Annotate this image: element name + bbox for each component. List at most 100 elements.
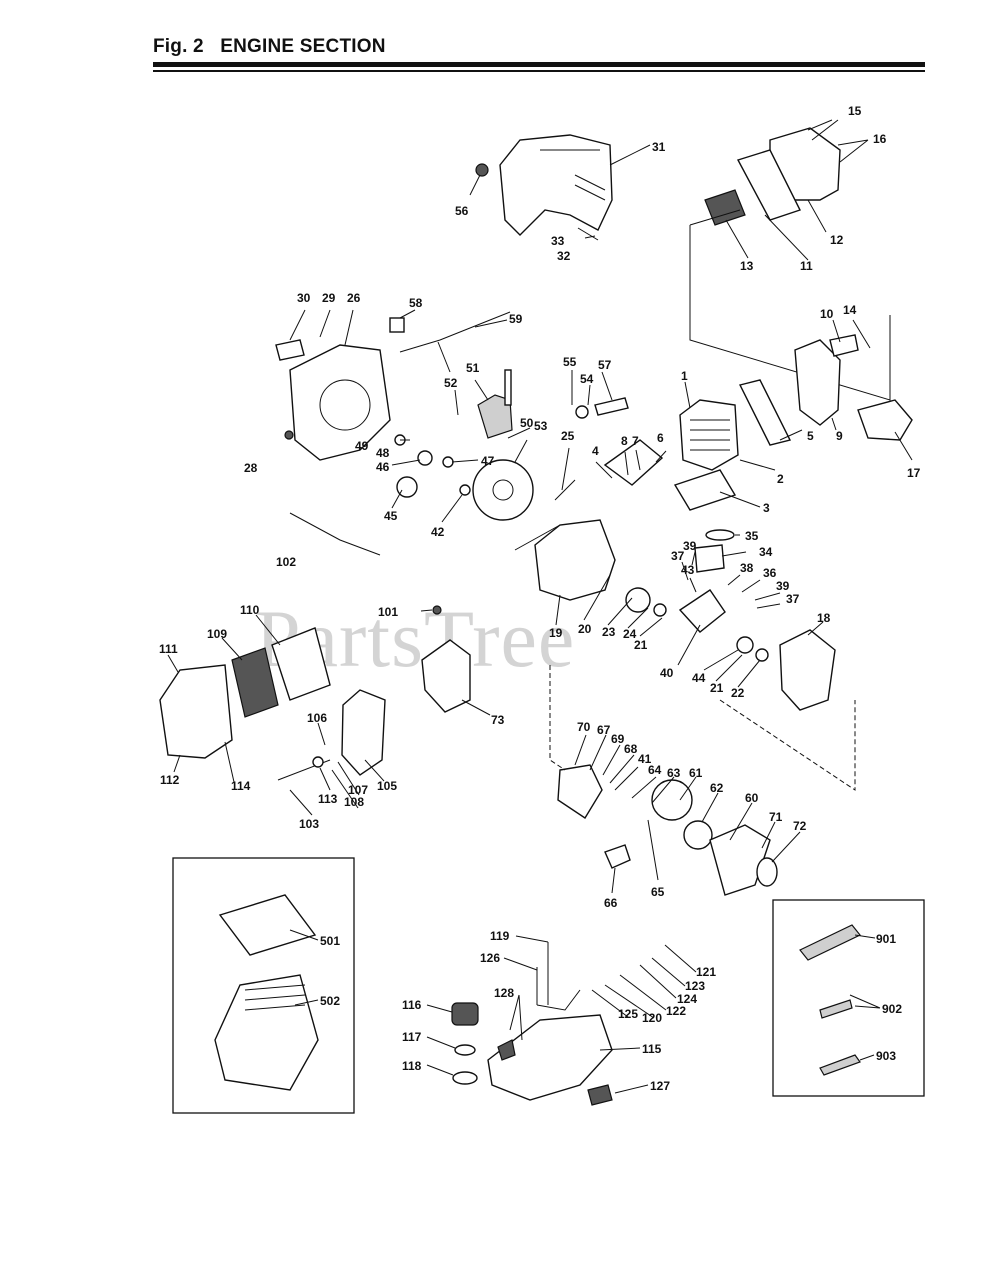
- callout-20: 20: [578, 622, 592, 636]
- callout-59: 59: [509, 312, 523, 326]
- callout-128: 128: [494, 986, 514, 1000]
- callout-115: 115: [642, 1042, 662, 1056]
- callout-123: 123: [685, 979, 705, 993]
- callout-34: 34: [759, 545, 773, 559]
- callout-111: 111: [159, 642, 178, 656]
- callout-502: 502: [320, 994, 340, 1008]
- gasket-3-part: [673, 469, 737, 511]
- callout-10: 10: [820, 307, 834, 321]
- callout-37: 37: [671, 549, 685, 563]
- callout-102: 102: [276, 555, 296, 569]
- callout-11: 11: [800, 259, 813, 273]
- callout-2: 2: [777, 472, 784, 486]
- air-cleaner-base-part: [341, 689, 386, 776]
- callout-73: 73: [491, 713, 505, 727]
- filter-screen-part: [231, 647, 279, 718]
- kit-box: [172, 857, 355, 1114]
- piston-ring-part: [705, 529, 735, 541]
- starter-pulley-part: [557, 764, 603, 819]
- recoil-spring-part: [651, 779, 693, 821]
- callout-21b: 21: [710, 681, 724, 695]
- screwdriver-part: [819, 1054, 861, 1076]
- callout-39b: 39: [776, 579, 790, 593]
- callout-120: 120: [642, 1011, 662, 1025]
- engine-cover-part: [499, 134, 613, 236]
- callout-117: 117: [402, 1030, 422, 1044]
- callout-32: 32: [557, 249, 571, 263]
- starter-handle-gasket-part: [756, 857, 778, 887]
- callout-69: 69: [611, 732, 625, 746]
- spark-plug-part: [594, 397, 629, 416]
- throttle-cable-part: [289, 512, 381, 556]
- cap-gasket-part: [454, 1044, 476, 1056]
- callout-64: 64: [648, 763, 662, 777]
- callout-15: 15: [848, 104, 862, 118]
- figure-title: Fig. 2 ENGINE SECTION: [153, 36, 386, 57]
- callout-113: 113: [318, 792, 338, 806]
- title-rule-thin: [153, 70, 925, 72]
- callout-68: 68: [624, 742, 638, 756]
- callout-44: 44: [692, 671, 706, 685]
- callout-61: 61: [689, 766, 703, 780]
- starter-housing-part: [289, 344, 391, 461]
- callout-71: 71: [769, 810, 783, 824]
- callout-26: 26: [347, 291, 361, 305]
- callout-121: 121: [696, 965, 716, 979]
- callout-125: 125: [618, 1007, 638, 1021]
- callout-108: 108: [344, 795, 364, 809]
- fuel-line-part: [536, 942, 581, 1011]
- callout-3: 3: [763, 501, 770, 515]
- starter-grip-part: [604, 844, 631, 869]
- callout-60: 60: [745, 791, 759, 805]
- callout-29: 29: [322, 291, 336, 305]
- callout-21: 21: [634, 638, 648, 652]
- cylinder-part: [679, 399, 739, 471]
- callout-107: 107: [348, 783, 368, 797]
- callout-103: 103: [299, 817, 319, 831]
- callout-35: 35: [745, 529, 759, 543]
- callout-41: 41: [638, 752, 652, 766]
- callout-116: 116: [402, 998, 422, 1012]
- ignition-module-part: [477, 394, 513, 439]
- callout-119: 119: [490, 929, 510, 943]
- callout-110: 110: [240, 603, 260, 617]
- callout-23: 23: [602, 625, 616, 639]
- callout-37b: 37: [786, 592, 800, 606]
- callout-62: 62: [710, 781, 724, 795]
- callout-31: 31: [652, 140, 666, 154]
- callout-65: 65: [651, 885, 665, 899]
- callout-48: 48: [376, 446, 390, 460]
- gasket-kit-part: [218, 894, 317, 956]
- wrench-part: [799, 924, 861, 961]
- callout-22: 22: [731, 686, 745, 700]
- primer-part: [497, 1039, 516, 1061]
- callout-47: 47: [481, 454, 495, 468]
- bearing-part: [625, 587, 651, 613]
- callout-4: 4: [592, 444, 599, 458]
- grommet-part: [475, 163, 489, 177]
- callout-109: 109: [207, 627, 227, 641]
- title-rule-thick: [153, 62, 925, 67]
- callout-51: 51: [466, 361, 480, 375]
- callout-901: 901: [876, 932, 896, 946]
- callout-45: 45: [384, 509, 398, 523]
- crankcase-half-part: [779, 629, 836, 711]
- callout-903: 903: [876, 1049, 896, 1063]
- callout-46: 46: [376, 460, 390, 474]
- callout-57: 57: [598, 358, 612, 372]
- callout-49: 49: [355, 439, 369, 453]
- piston-part: [694, 544, 725, 573]
- screw-28-part: [284, 430, 294, 440]
- callout-19: 19: [549, 626, 563, 640]
- callout-55: 55: [563, 355, 577, 369]
- air-cleaner-cover-part: [159, 664, 233, 759]
- callout-40: 40: [660, 666, 674, 680]
- callout-labels: 15 16 31 56 12 13 11 33 32 30 29 26 58 5…: [159, 104, 921, 1093]
- gasket-part: [736, 149, 801, 221]
- callout-12: 12: [830, 233, 844, 247]
- fuel-tank-part: [487, 1014, 613, 1101]
- short-block-part: [214, 974, 319, 1091]
- callout-38: 38: [740, 561, 754, 575]
- callout-50: 50: [520, 416, 534, 430]
